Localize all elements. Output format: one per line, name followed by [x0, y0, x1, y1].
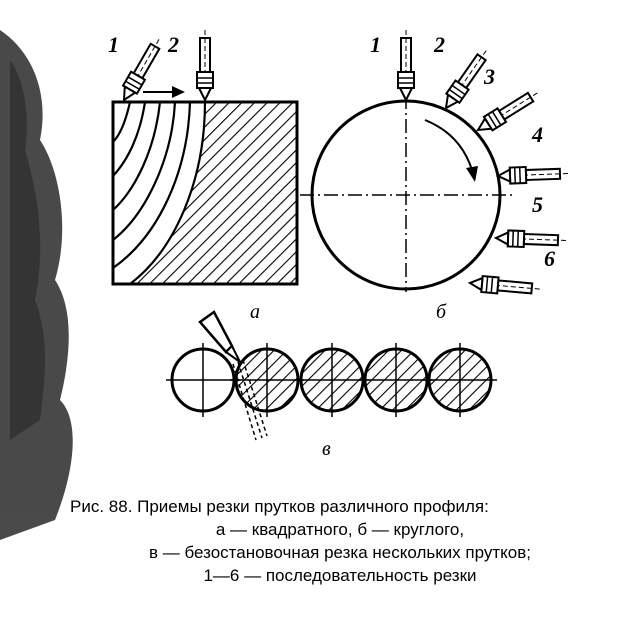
square-panel-label: а [250, 301, 260, 323]
square-torch-2 [196, 29, 214, 101]
round-torch-1 [397, 29, 415, 101]
square-bar-outline [111, 100, 299, 286]
square-bar-panel: 1 2 а [108, 29, 299, 323]
square-hatched-region [130, 102, 297, 284]
round-torch-3-label: 3 [483, 64, 495, 89]
caption-line-4: 1—6 — последовательность резки [203, 566, 477, 585]
round-torch-5-label: 5 [532, 192, 543, 217]
bar-3-hatched [295, 343, 369, 417]
bar-5-hatched [423, 343, 497, 417]
square-motion-arrow [143, 86, 185, 98]
caption-line-2: а — квадратного, б — круглого, [215, 520, 465, 539]
round-panel-label: б [436, 301, 447, 323]
square-torch-1-label: 1 [108, 32, 119, 57]
round-torch-6-label: 6 [544, 246, 555, 271]
round-torch-2-label: 2 [433, 32, 445, 57]
round-torch-6 [468, 274, 542, 299]
figure-caption: Рис. 88. Приемы резки прутков различного… [60, 495, 620, 587]
round-torch-5 [494, 229, 568, 250]
round-torch-4 [496, 164, 570, 185]
row-cutting-torch [198, 310, 268, 441]
square-cut-arcs [113, 102, 207, 284]
scan-shadow [0, 30, 73, 540]
round-bar-panel: 1 2 3 4 5 6 б [300, 29, 570, 323]
square-torch-1 [116, 34, 167, 106]
caption-line-3: в — безостановочная резка нескольких пру… [148, 543, 531, 562]
round-rotation-arrow [424, 119, 478, 182]
bars-panel-label: в [322, 438, 331, 460]
bar-2-hatched [230, 343, 304, 417]
caption-title: Рис. 88. Приемы резки прутков различного… [70, 497, 489, 516]
bar-4-hatched [359, 343, 433, 417]
square-torch-2-label: 2 [167, 32, 179, 57]
bars-row-panel: в [166, 310, 497, 460]
round-torch-1-label: 1 [370, 32, 381, 57]
round-centerlines [300, 95, 512, 292]
round-torch-4-label: 4 [531, 122, 543, 147]
